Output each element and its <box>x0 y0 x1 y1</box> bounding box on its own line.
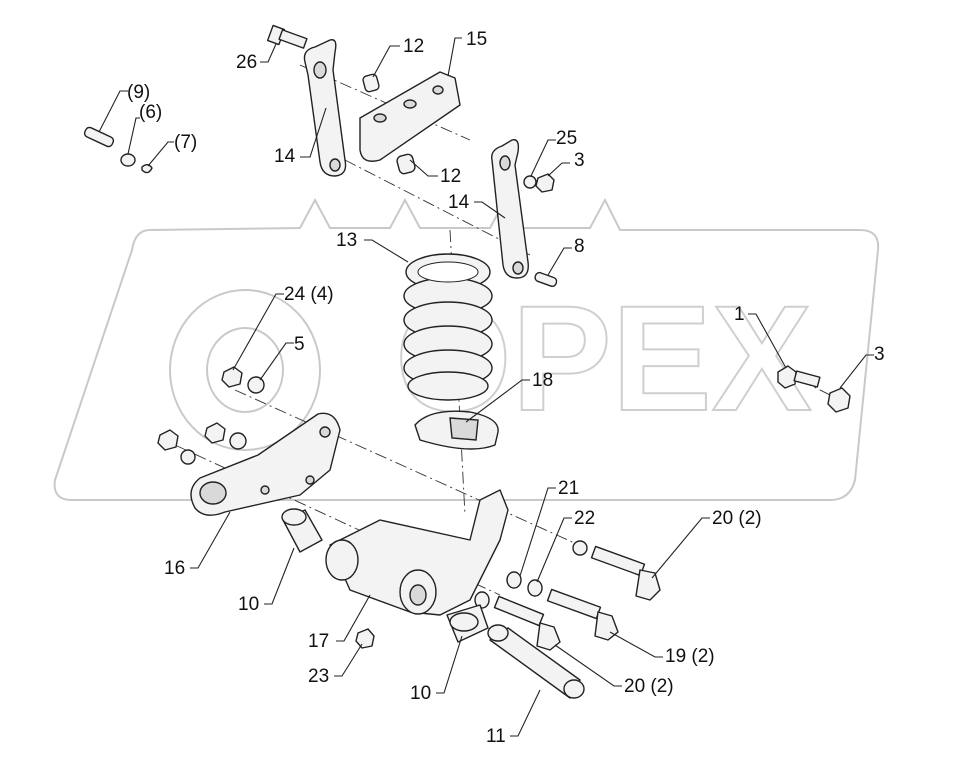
part-6-washer[interactable] <box>120 153 136 167</box>
part-3-nut-right[interactable] <box>827 387 851 413</box>
callout-13: 13 <box>336 230 357 251</box>
callout-25: 25 <box>556 128 577 149</box>
part-5-washers[interactable] <box>180 376 265 465</box>
part-17-housing[interactable] <box>325 489 509 616</box>
callout-3-right: 3 <box>874 344 885 365</box>
callout-6: (6) <box>139 102 162 123</box>
bracket-hole-icon <box>403 99 417 109</box>
callout-23: 23 <box>308 666 329 687</box>
part-13-spring[interactable] <box>403 253 493 401</box>
callout-20-right: 20 (2) <box>712 508 762 529</box>
part-16-plate[interactable] <box>190 412 341 516</box>
part-9-pin[interactable] <box>83 126 115 148</box>
part-20-bolt-right[interactable] <box>590 545 661 601</box>
part-3-nut-upper[interactable] <box>535 173 555 193</box>
callout-7: (7) <box>174 132 197 153</box>
part-24-nuts[interactable] <box>157 366 243 451</box>
callout-16: 16 <box>164 558 185 579</box>
link-hole-icon <box>512 261 524 275</box>
part-11-sleeve[interactable] <box>487 624 585 699</box>
bracket-hole-icon <box>432 85 444 95</box>
part-12-bushing-lower[interactable] <box>396 153 416 175</box>
part-washer[interactable] <box>474 591 490 609</box>
callout-11: 11 <box>486 726 506 747</box>
bracket-hole-icon <box>373 113 387 123</box>
part-8-pin[interactable] <box>534 271 558 288</box>
part-12-bushing-upper[interactable] <box>362 73 380 93</box>
part-23-nut[interactable] <box>355 628 375 649</box>
link-hole-icon <box>313 61 327 79</box>
callout-26: 26 <box>236 52 257 73</box>
callout-labels: 26 12 15 (9) (6) (7) 14 25 3 12 14 13 8 … <box>127 29 885 747</box>
part-1-bolt[interactable] <box>777 365 821 389</box>
link-hole-icon <box>329 158 341 172</box>
callout-12-upper: 12 <box>403 36 424 57</box>
callout-20-lower: 20 (2) <box>624 676 674 697</box>
callout-1: 1 <box>734 304 745 325</box>
plate-hole-icon <box>199 481 227 505</box>
callout-10-upper: 10 <box>238 594 259 615</box>
part-25-washer[interactable] <box>523 175 537 189</box>
callout-12-lower: 12 <box>440 166 461 187</box>
callout-17: 17 <box>308 631 329 652</box>
part-15-bracket[interactable] <box>359 71 461 162</box>
part-washer[interactable] <box>572 540 588 556</box>
part-7-clip[interactable] <box>141 164 153 174</box>
part-10-bushing-lower[interactable] <box>446 604 489 643</box>
part-20-bolt-lower[interactable] <box>493 595 561 651</box>
part-21-washer[interactable] <box>506 571 522 589</box>
plate-hole-icon <box>260 485 270 495</box>
callout-3-upper: 3 <box>574 150 585 171</box>
part-14-link-right[interactable] <box>491 139 529 279</box>
callout-24: 24 (4) <box>284 284 334 305</box>
callout-8: 8 <box>574 236 585 257</box>
callout-14-right: 14 <box>448 192 470 213</box>
plate-hole-icon <box>305 475 315 485</box>
callout-18: 18 <box>532 370 553 391</box>
part-18-spring-seat[interactable] <box>414 410 499 450</box>
part-26-bolt[interactable] <box>266 24 308 49</box>
callout-19: 19 (2) <box>665 646 715 667</box>
callout-9: (9) <box>127 82 150 103</box>
part-19-bolt[interactable] <box>546 588 619 641</box>
callout-15: 15 <box>466 29 487 50</box>
plate-hole-icon <box>319 426 331 438</box>
callout-10-lower: 10 <box>410 683 431 704</box>
callout-22: 22 <box>574 508 595 529</box>
callout-14-left: 14 <box>274 146 296 167</box>
callout-5: 5 <box>294 334 305 355</box>
callout-21: 21 <box>558 478 579 499</box>
leader-lines <box>98 37 874 737</box>
part-10-bushing-left[interactable] <box>281 508 323 553</box>
part-22-washer[interactable] <box>527 579 543 597</box>
link-hole-icon <box>499 155 511 171</box>
